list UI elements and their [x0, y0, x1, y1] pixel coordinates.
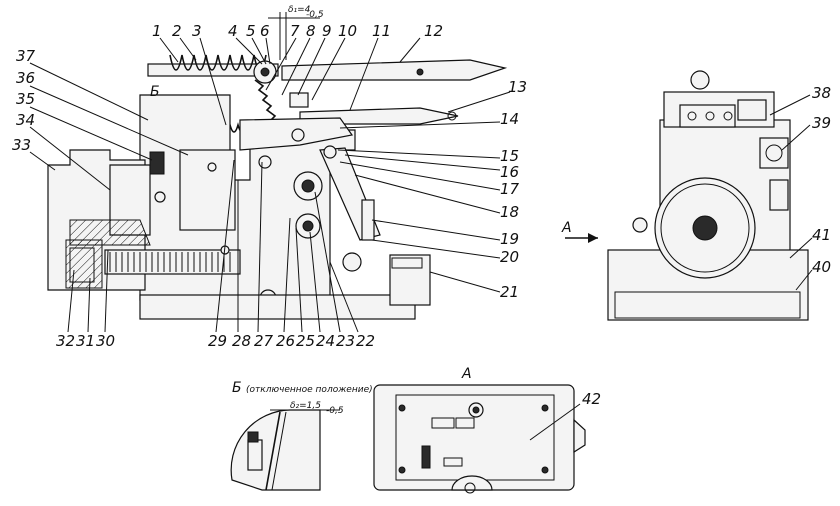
- detail-b-tolerance-minus: -0,5: [326, 406, 344, 416]
- callout-27: 27: [254, 332, 274, 350]
- callout-10: 10: [338, 22, 357, 40]
- main-mechanism-view: [47, 54, 508, 320]
- view-a-title: A: [461, 366, 472, 382]
- callout-32: 32: [56, 332, 75, 350]
- callout-15: 15: [500, 147, 519, 165]
- callout-2: 2: [172, 22, 182, 40]
- callout-6: 6: [260, 22, 270, 40]
- detail-b-subtitle: (отключенное положение): [246, 385, 373, 395]
- detail-b-tolerance: δ₂=1,5: [290, 401, 321, 411]
- side-view: [565, 70, 813, 321]
- callout-33: 33: [12, 136, 31, 154]
- callout-17: 17: [500, 180, 520, 198]
- tolerance-top-minus: -0,5: [306, 10, 324, 20]
- callout-22: 22: [356, 332, 375, 350]
- callouts-right: 13 14 15 16 17 18 19 20 21: [500, 78, 527, 301]
- rod-12: [281, 59, 508, 81]
- view-a: [373, 384, 586, 494]
- arrow-label-a: A: [561, 220, 572, 236]
- callout-40: 40: [812, 258, 831, 276]
- callout-31: 31: [76, 332, 95, 350]
- knob-35: [149, 151, 165, 175]
- callout-39: 39: [812, 114, 831, 132]
- callout-25: 25: [296, 332, 315, 350]
- tolerance-dimension-top: [268, 12, 320, 60]
- callout-14: 14: [500, 110, 519, 128]
- view-a-body: [373, 384, 575, 491]
- callout-41: 41: [812, 226, 831, 244]
- callout-29: 29: [208, 332, 227, 350]
- callout-37: 37: [16, 47, 36, 65]
- callout-5: 5: [246, 22, 256, 40]
- solenoid: [104, 249, 241, 275]
- callouts-left: 33 34 35 36 37: [12, 47, 36, 154]
- base-plate: [139, 294, 416, 320]
- callout-4: 4: [228, 22, 238, 40]
- callout-21: 21: [500, 283, 519, 301]
- callout-9: 9: [322, 22, 332, 40]
- block-21: [389, 254, 431, 306]
- callout-20: 20: [500, 248, 519, 266]
- callout-13: 13: [508, 78, 527, 96]
- callout-19: 19: [500, 230, 519, 248]
- callout-28: 28: [232, 332, 251, 350]
- callout-7: 7: [290, 22, 300, 40]
- callout-8: 8: [306, 22, 316, 40]
- callout-42: 42: [582, 390, 601, 408]
- callout-36: 36: [16, 69, 35, 87]
- spring-7: [254, 79, 280, 127]
- detail-b: [230, 409, 340, 491]
- callout-1: 1: [152, 22, 162, 40]
- leader-lines: [29, 37, 511, 333]
- section-letter-b: Б: [150, 84, 160, 100]
- spring-2: [169, 54, 267, 71]
- callout-34: 34: [16, 111, 35, 129]
- coil-30: [65, 239, 103, 289]
- bracket: [179, 149, 236, 231]
- callout-11: 11: [372, 22, 391, 40]
- callout-38: 38: [812, 84, 831, 102]
- callout-18: 18: [500, 203, 519, 221]
- callout-16: 16: [500, 163, 519, 181]
- callouts-top: 1 2 3 4 5 6 7 8 9 10 11 12: [152, 22, 443, 40]
- tolerance-top-label: δ₁=4: [288, 5, 311, 15]
- detail-b-title: Б: [232, 380, 242, 396]
- callouts-bottom: 22 23 24 25 26 27 28 29 30 31 32: [56, 332, 375, 350]
- callout-35: 35: [16, 90, 35, 108]
- callout-3: 3: [192, 22, 202, 40]
- callout-30: 30: [96, 332, 115, 350]
- callout-23: 23: [336, 332, 355, 350]
- callout-24: 24: [316, 332, 335, 350]
- callout-26: 26: [276, 332, 295, 350]
- callout-12: 12: [424, 22, 443, 40]
